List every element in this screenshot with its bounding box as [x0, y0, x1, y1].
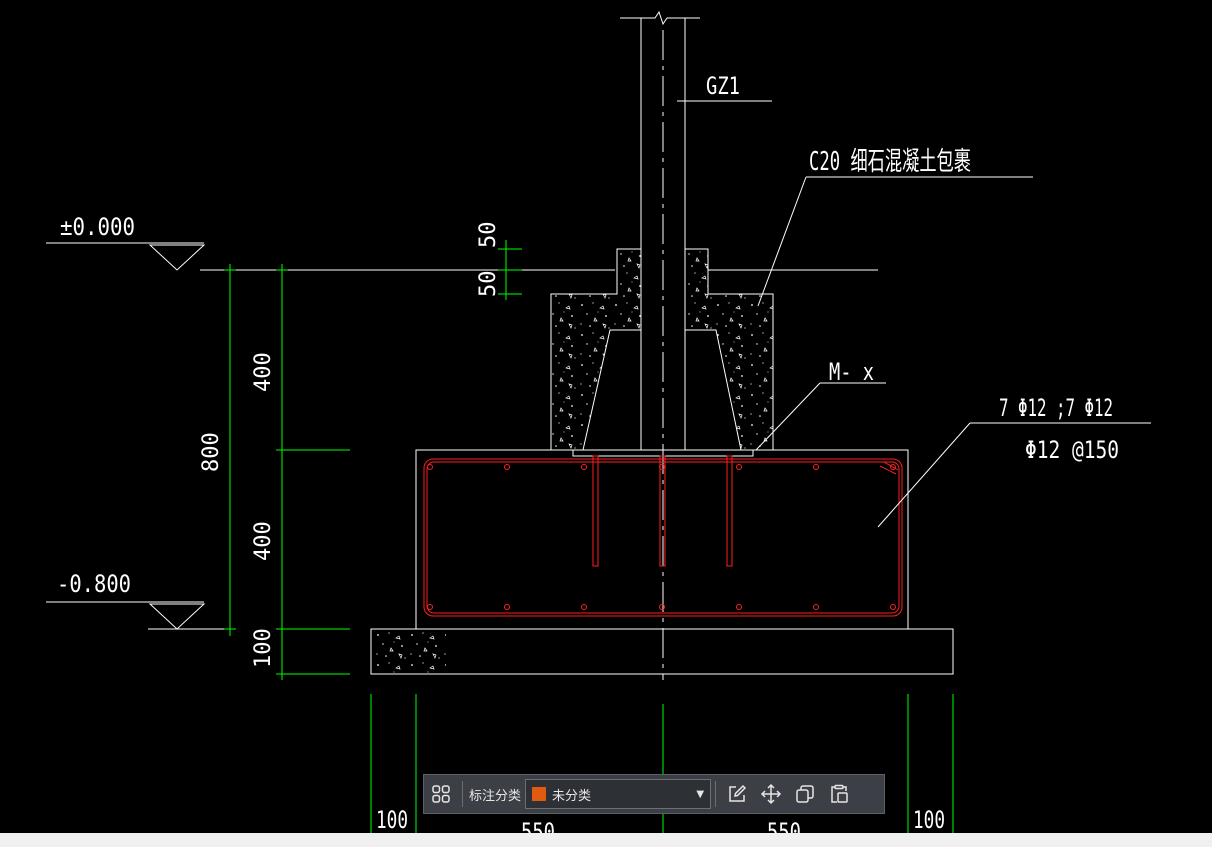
- move-button[interactable]: [756, 779, 786, 809]
- copy-icon: [796, 785, 814, 803]
- category-value: 未分类: [552, 788, 592, 804]
- cushion-hatch: [372, 630, 446, 673]
- paste-button[interactable]: [824, 779, 854, 809]
- annotation-toolbar: 标注分类 未分类 ▼: [423, 774, 885, 814]
- encasement: [550, 248, 774, 451]
- dim-800-total: 800: [199, 432, 224, 472]
- elevation-marker-top: ±0.000: [46, 213, 206, 271]
- leader-lines: [677, 100, 1151, 528]
- elevation-top-text: ±0.000: [60, 213, 135, 241]
- move-icon: [760, 783, 782, 805]
- rebar-dots-bottom: [427, 604, 896, 610]
- encasement-label: C20 细石混凝土包裹: [809, 147, 971, 177]
- grid-icon: [432, 785, 450, 803]
- toolbar-separator: [715, 781, 717, 807]
- dim-bottom-left: 100: [376, 806, 408, 834]
- category-color-swatch: [532, 787, 547, 801]
- encasement-right: [684, 248, 774, 451]
- copy-button[interactable]: [790, 779, 820, 809]
- category-label: 标注分类: [469, 788, 522, 804]
- anchor-bar: [659, 455, 666, 567]
- dim-100-cushion: 100: [251, 628, 276, 668]
- status-strip: [0, 833, 1212, 847]
- chevron-down-icon: ▼: [696, 788, 705, 800]
- elevation-marker-bottom: -0.800: [46, 570, 230, 630]
- rebar-stirrup-label: Φ12 @150: [1025, 436, 1119, 464]
- dim-50-lower: 50: [476, 271, 501, 298]
- cushion-layer: [370, 628, 954, 675]
- foundation-block: [415, 449, 909, 630]
- dimension-lines: [224, 240, 954, 833]
- rebar-main-label: 7 Φ12 ;7 Φ12: [999, 394, 1113, 422]
- column-gz1: [620, 10, 700, 680]
- toolbar-separator: [462, 781, 463, 807]
- grid-button[interactable]: [426, 779, 456, 809]
- rebar-dots-top: [427, 464, 896, 470]
- anchor-plate-label: M- x: [829, 358, 874, 386]
- dim-400-lower: 400: [251, 521, 276, 561]
- elevation-bottom-text: -0.800: [57, 570, 131, 598]
- dim-50-upper: 50: [476, 222, 501, 249]
- encasement-left: [550, 248, 642, 451]
- rebar-cage: [423, 455, 903, 617]
- anchor-bar: [592, 455, 599, 567]
- paste-icon: [831, 784, 848, 803]
- dim-bottom-right: 100: [913, 806, 945, 834]
- anchor-bar: [726, 455, 733, 567]
- column-label: GZ1: [706, 72, 740, 100]
- dim-400-upper: 400: [251, 352, 276, 392]
- category-select[interactable]: 未分类 ▼: [525, 779, 712, 809]
- edit-button[interactable]: [722, 779, 752, 809]
- edit-icon: [729, 784, 747, 802]
